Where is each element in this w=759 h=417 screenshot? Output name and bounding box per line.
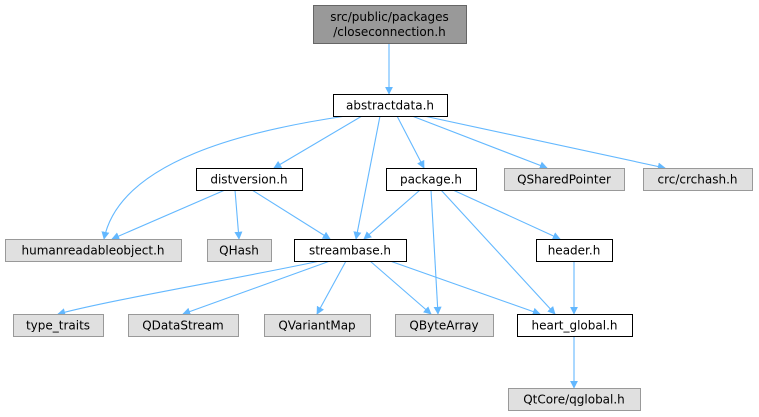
node-box-qhash [207, 239, 272, 262]
node-label-abstractdata: abstractdata.h [346, 99, 434, 113]
node-box-humanreadable [5, 239, 182, 262]
edge-abstractdata-to-crchash [423, 115, 666, 171]
node-label-root-1: src/public/packages [330, 10, 449, 24]
node-qhash: QHash [207, 239, 272, 262]
node-box-root [313, 5, 467, 44]
node-label-qvariantmap: QVariantMap [278, 319, 355, 333]
edge-distversion-to-qhash [234, 189, 243, 240]
dependency-edges [57, 43, 666, 389]
node-qdatastream: QDataStream [128, 314, 239, 337]
edge-abstractdata-to-streambase [353, 115, 381, 240]
edge-abstractdata-to-distversion [273, 115, 363, 169]
node-box-abstractdata [333, 94, 448, 117]
node-label-package: package.h [400, 173, 462, 187]
node-box-qsharedpointer [504, 168, 625, 191]
node-distversion[interactable]: distversion.h [196, 168, 303, 191]
edge-streambase-to-heartglobal [389, 260, 541, 316]
node-box-qglobal [508, 388, 641, 411]
node-label-typetraits: type_traits [26, 319, 90, 333]
node-label-header: header.h [548, 244, 601, 258]
node-qbytearray: QByteArray [395, 314, 494, 337]
node-humanreadable: humanreadableobject.h [5, 239, 182, 262]
edge-streambase-to-qvariantmap [316, 260, 347, 315]
node-box-heartglobal [517, 314, 633, 337]
edge-package-to-streambase [363, 189, 421, 240]
node-typetraits: type_traits [13, 314, 104, 337]
edge-package-to-header [452, 189, 561, 240]
edge-streambase-to-qbytearray [369, 260, 432, 315]
edge-abstractdata-to-package [396, 115, 425, 169]
node-label-qhash: QHash [219, 244, 259, 258]
node-label-root-2: /closeconnection.h [333, 25, 446, 39]
node-package[interactable]: package.h [386, 168, 477, 191]
node-qglobal: QtCore/qglobal.h [508, 388, 641, 411]
node-label-humanreadable: humanreadableobject.h [22, 244, 165, 258]
node-qvariantmap: QVariantMap [264, 314, 371, 337]
node-box-typetraits [13, 314, 104, 337]
edge-abstractdata-to-qsharedpointer [411, 115, 548, 170]
node-label-crchash: crc/crchash.h [657, 173, 737, 187]
edge-package-to-qbytearray [430, 189, 442, 315]
node-label-qdatastream: QDataStream [142, 319, 224, 333]
node-label-heartglobal: heart_global.h [532, 319, 618, 333]
node-abstractdata[interactable]: abstractdata.h [333, 94, 448, 117]
node-crchash: crc/crchash.h [643, 168, 753, 191]
edge-package-to-heartglobal [440, 189, 556, 315]
node-box-distversion [196, 168, 303, 191]
edge-abstractdata-to-humanreadable [101, 115, 347, 240]
edge-distversion-to-humanreadable [111, 189, 226, 240]
node-label-qsharedpointer: QSharedPointer [517, 173, 611, 187]
node-header[interactable]: header.h [536, 239, 613, 262]
node-box-qdatastream [128, 314, 239, 337]
node-streambase[interactable]: streambase.h [294, 239, 407, 262]
node-heartglobal[interactable]: heart_global.h [517, 314, 633, 337]
edge-streambase-to-typetraits [57, 260, 321, 316]
node-box-header [536, 239, 613, 262]
file-nodes: src/public/packages/closeconnection.h abs… [5, 5, 753, 411]
node-label-streambase: streambase.h [309, 244, 391, 258]
node-label-qbytearray: QByteArray [409, 319, 478, 333]
edge-streambase-to-qdatastream [182, 260, 331, 316]
node-box-qvariantmap [264, 314, 371, 337]
node-root: src/public/packages/closeconnection.h [313, 5, 467, 44]
node-qsharedpointer: QSharedPointer [504, 168, 625, 191]
node-label-distversion: distversion.h [210, 173, 287, 187]
node-box-qbytearray [395, 314, 494, 337]
edge-distversion-to-streambase [251, 189, 331, 240]
node-box-crchash [643, 168, 753, 191]
node-box-package [386, 168, 477, 191]
node-box-streambase [294, 239, 407, 262]
node-label-qglobal: QtCore/qglobal.h [523, 393, 625, 407]
